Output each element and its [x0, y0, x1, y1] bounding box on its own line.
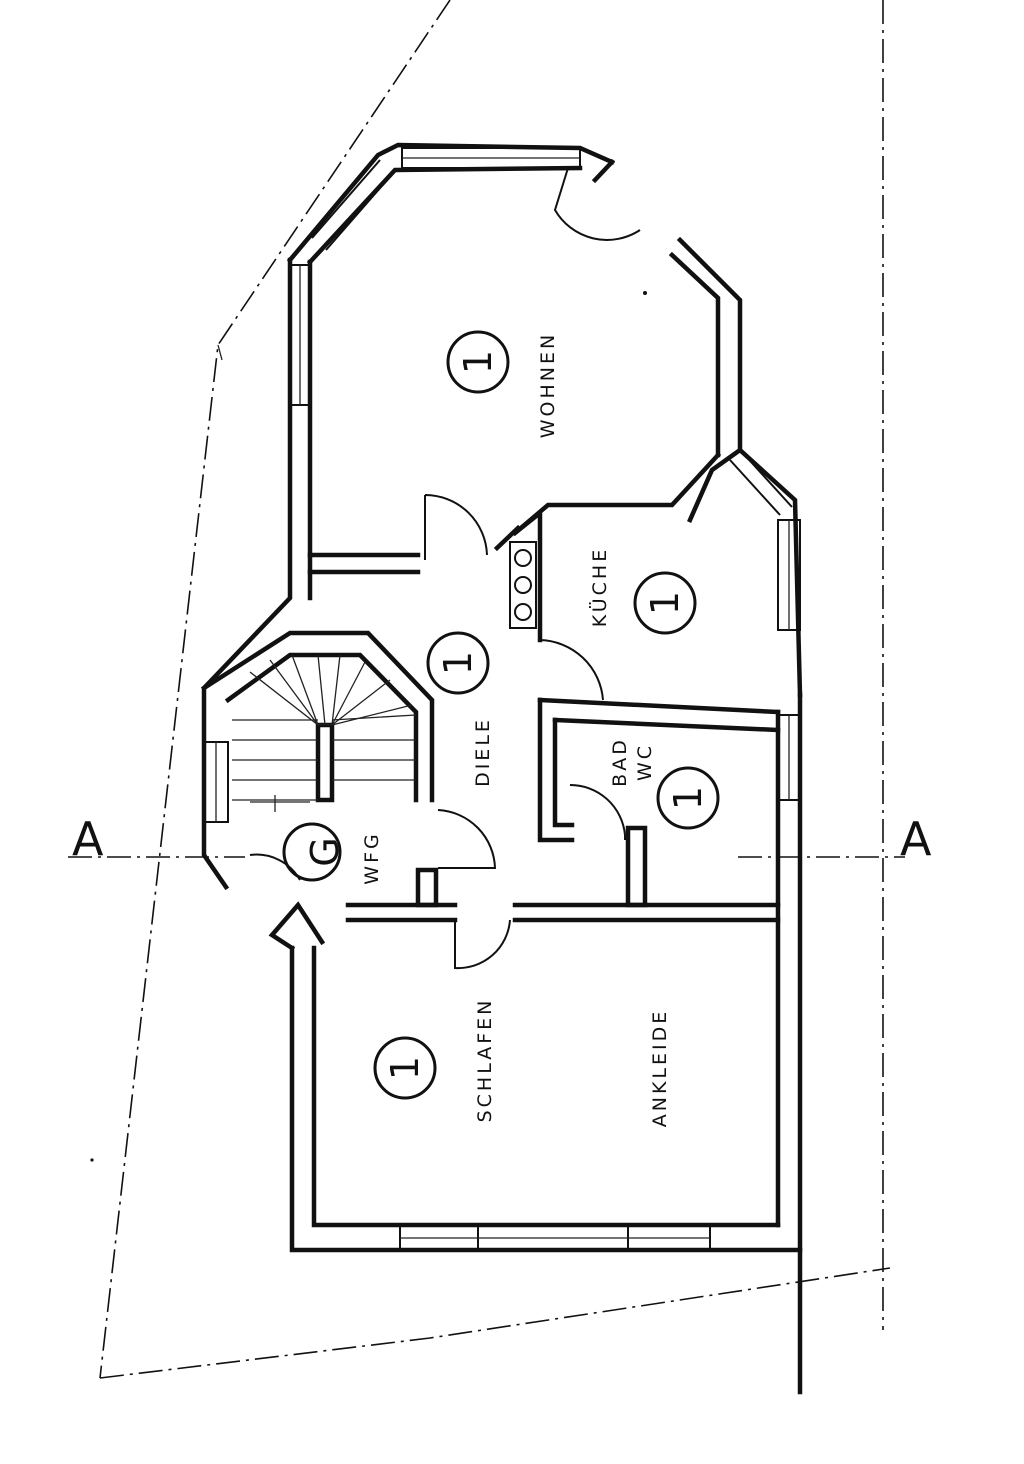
badge-kueche-text: 1: [643, 591, 687, 615]
property-boundary: [99, 0, 891, 1379]
gas-meter-symbol: G: [282, 822, 347, 882]
badge-diele: 1: [426, 631, 490, 695]
room-label-wfg: WFG: [361, 831, 383, 884]
interior-walls: [200, 508, 781, 923]
gas-letter: G: [303, 837, 347, 866]
badge-schlafen-text: 1: [383, 1056, 427, 1080]
badge-bad-text: 1: [666, 786, 710, 810]
room-label-bad: BAD: [609, 737, 631, 787]
badge-schlafen: 1: [373, 1036, 437, 1100]
section-marker-left: A: [72, 812, 104, 866]
windows: [203, 147, 801, 1251]
room-label-kueche: KÜCHE: [588, 547, 611, 627]
badge-diele-text: 1: [436, 651, 480, 675]
section-line-a-a: A A: [68, 812, 932, 866]
exterior-walls: [201, 142, 803, 1395]
room-label-diele: DIELE: [472, 717, 494, 787]
room-label-ankleide: ANKLEIDE: [649, 1009, 671, 1128]
room-label-schlafen: SCHLAFEN: [474, 998, 496, 1123]
room-badges: 1 1 1 1 1: [373, 330, 720, 1100]
badge-bad: 1: [656, 766, 720, 830]
room-labels: WOHNEN KÜCHE DIELE BAD WC WFG SCHLAFEN A…: [361, 332, 671, 1127]
room-label-wc: WC: [634, 743, 656, 781]
badge-wohnen-text: 1: [456, 350, 500, 374]
badge-wohnen: 1: [446, 330, 510, 394]
section-marker-right: A: [900, 812, 932, 866]
room-label-wohnen: WOHNEN: [537, 332, 559, 438]
staircase: [232, 654, 417, 812]
drawing-marks: [90, 291, 647, 1162]
kitchen-stove: [509, 541, 537, 629]
badge-kueche: 1: [633, 571, 697, 635]
